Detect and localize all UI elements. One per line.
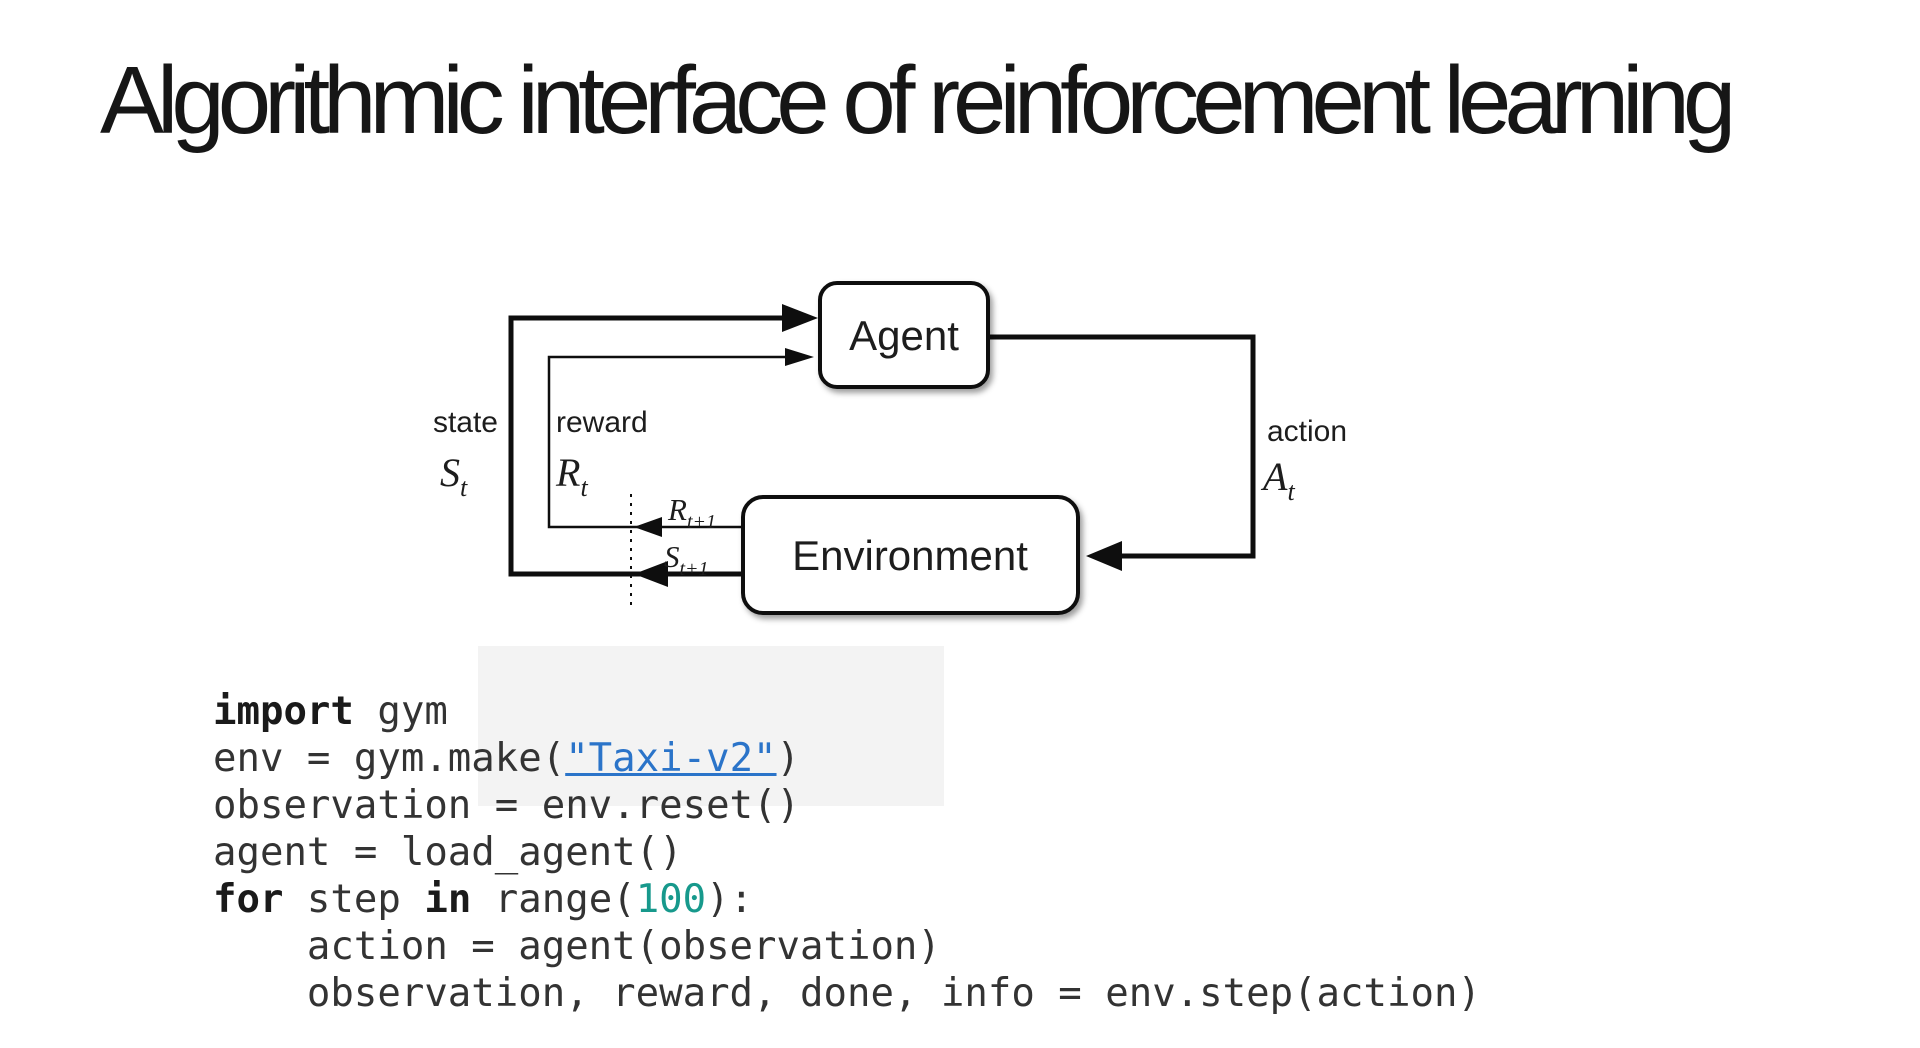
reward-symbol: Rt — [555, 450, 588, 502]
code-line: import gym — [213, 688, 1481, 735]
state-into-agent-arrowhead — [782, 304, 818, 332]
slide-title: Algorithmic interface of reinforcement l… — [100, 47, 1736, 154]
code-token: observation = env.reset() — [213, 783, 800, 828]
state-label: state — [433, 406, 498, 439]
agent-box-label: Agent — [849, 312, 959, 359]
code-line: observation, reward, done, info = env.st… — [213, 970, 1481, 1017]
code-token: observation, reward, done, info = env.st… — [213, 971, 1481, 1016]
code-token: gym — [353, 689, 448, 734]
code-token: ): — [706, 877, 754, 922]
agent-box — [818, 281, 990, 389]
environment-box — [741, 495, 1080, 615]
code-background-artifact — [478, 646, 944, 806]
code-token: ) — [776, 736, 801, 781]
reward-next-symbol: Rt+1 — [667, 492, 716, 533]
code-line: env = gym.make("Taxi-v2") — [213, 735, 1481, 782]
reward-into-agent-arrowhead — [785, 348, 814, 366]
code-token: import — [213, 689, 354, 734]
code-line: action = agent(observation) — [213, 923, 1481, 970]
code-line: for step in range(100): — [213, 876, 1481, 923]
code-token: for — [213, 877, 284, 922]
code-token: agent = load_agent() — [213, 830, 683, 875]
action-line — [988, 334, 1256, 559]
code-line: observation = env.reset() — [213, 782, 1481, 829]
state-loop-line — [508, 315, 788, 577]
state-symbol: St — [440, 450, 468, 502]
state-next-symbol: St+1 — [664, 539, 709, 580]
reward-label: reward — [556, 406, 648, 439]
environment-box-label: Environment — [792, 532, 1028, 579]
code-token: action = agent(observation) — [213, 924, 941, 969]
state-next-arrowhead — [634, 561, 668, 587]
code-token: env = gym.make( — [213, 736, 566, 781]
code-line: agent = load_agent() — [213, 829, 1481, 876]
action-symbol: At — [1260, 454, 1295, 506]
action-label: action — [1267, 415, 1347, 448]
action-into-environment-arrowhead — [1086, 541, 1122, 571]
code-token: range( — [471, 877, 636, 922]
reward-next-arrowhead — [634, 517, 662, 537]
code-token: step — [283, 877, 425, 922]
code-token: 100 — [635, 877, 707, 922]
taxi-v2-link[interactable]: "Taxi-v2" — [565, 736, 777, 781]
code-token: in — [424, 877, 472, 922]
